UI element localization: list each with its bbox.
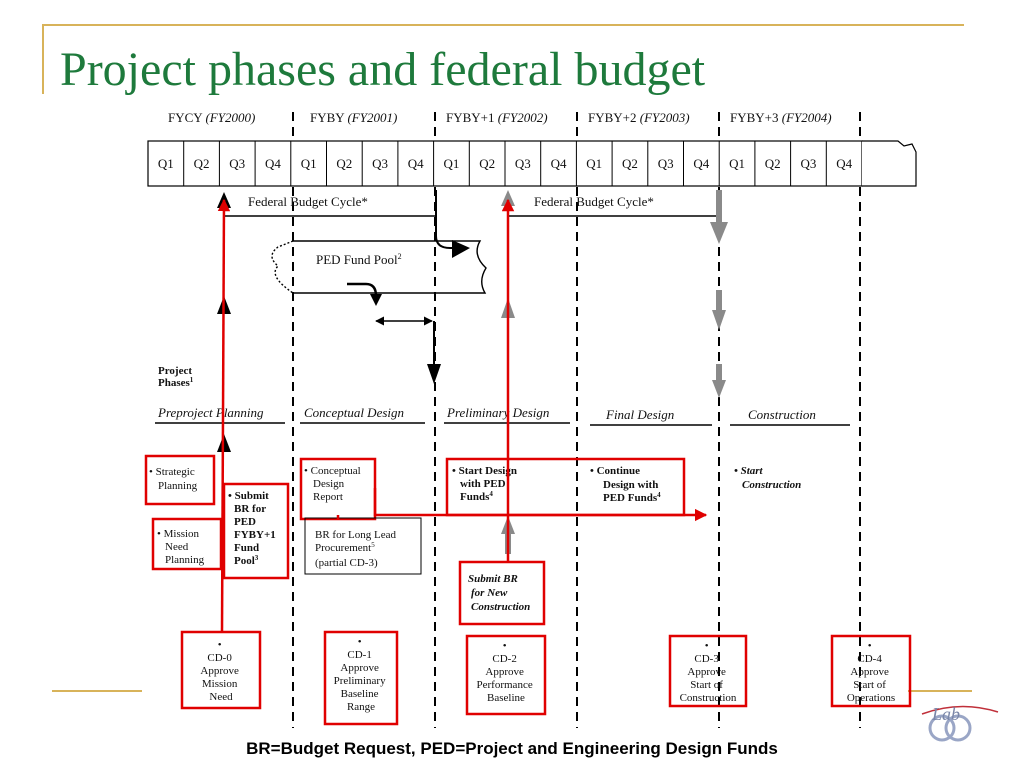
ped-pool-label: PED Fund Pool2 [316,252,402,267]
quarter-row: Q1 Q2 Q3 Q4 Q1 Q2 Q3 Q4 Q1 Q2 Q3 Q4 Q1 Q2 Q3 Q4 Q1 Q2 Q3 Q4 [147,140,917,187]
project-phases-label: Project Phases1 [158,365,195,389]
fy-label: FYBY+2 (FY2003) [588,110,690,125]
federal-budget-cycle-1: Federal Budget Cycle* [217,190,470,258]
strategic-planning-text: • Strategic Planning [149,466,198,492]
fy-label: FYCY (FY2000) [168,110,255,125]
quarter-label: Q4 [693,156,709,171]
lab-logo-icon [921,705,999,742]
mission-need-text: • Mission Need Planning [157,528,205,566]
quarter-label: Q1 [729,156,745,171]
milestone-cd1: • CD-1 Approve Preliminary Baseline Rang… [334,636,389,713]
fy-label: FYBY (FY2001) [310,110,397,125]
quarter-label: Q4 [265,156,281,171]
activity-texts: • Strategic Planning • Mission Need Plan… [149,465,801,613]
submit-br-text: • Submit BR for PED FYBY+1 Fund Pool3 [228,490,278,567]
quarter-label: Q4 [836,156,852,171]
quarter-label: Q1 [444,156,460,171]
milestone-cd3: • CD-3 Approve Start of Construction [680,640,737,704]
phase-label: Preproject Planning [157,405,264,420]
arrow-down-icon [427,364,441,384]
arrow-down-icon [710,222,728,244]
quarter-label: Q3 [372,156,388,171]
arrow-right-icon [452,240,470,258]
quarter-label: Q2 [479,156,495,171]
slide-title: Project phases and federal budget [60,43,706,96]
quarter-label: Q3 [515,156,531,171]
bottom-rule-right [908,690,972,692]
conceptual-report-text: • Conceptual Design Report [304,465,363,503]
budget-cycle-label: Federal Budget Cycle* [534,194,654,209]
footnote-caption: BR=Budget Request, PED=Project and Engin… [246,739,778,758]
long-lead-text: BR for Long Lead Procurement5 (partial C… [315,529,399,569]
torn-edge [862,140,917,187]
quarter-label: Q4 [551,156,567,171]
arrow-down-icon [712,380,726,398]
arrow-down-icon [712,310,726,330]
milestone-texts: • CD-0 Approve Mission Need • CD-1 Appro… [200,636,895,713]
milestone-cd2: • CD-2 Approve Performance Baseline [477,640,536,704]
milestone-cd4: • CD-4 Approve Start of Operations [847,640,895,704]
year-separators [292,112,861,728]
quarter-label: Q2 [622,156,638,171]
budget-cycle-label: Federal Budget Cycle* [248,194,368,209]
milestone-cd0: • CD-0 Approve Mission Need [200,639,241,703]
quarter-label: Q3 [801,156,817,171]
phase-label: Final Design [605,407,674,422]
quarter-label: Q2 [765,156,781,171]
phase-label: Conceptual Design [304,405,404,420]
fy-label: FYBY+3 (FY2004) [730,110,832,125]
quarter-label: Q4 [408,156,424,171]
quarter-label: Q1 [301,156,317,171]
federal-budget-cycle-2: Federal Budget Cycle* [508,194,720,217]
red-annotations [217,198,708,633]
phase-label: Construction [748,407,816,422]
bottom-rule-left [52,690,142,692]
phase-row: Preproject Planning Conceptual Design Pr… [155,405,850,426]
quarter-label: Q2 [194,156,210,171]
quarter-label: Q3 [658,156,674,171]
fy-label: FYBY+1 (FY2002) [446,110,548,125]
submit-new-construction-text: Submit BR for New Construction [468,573,530,613]
ped-fund-pool: PED Fund Pool2 [271,240,487,384]
phase-label: Preliminary Design [446,405,549,420]
top-rule [42,24,964,26]
quarter-label: Q3 [229,156,245,171]
quarter-label: Q1 [158,156,174,171]
logo-text: Lab [932,704,961,724]
milestone-boxes [180,630,912,726]
long-lead-box [304,517,422,575]
quarter-label: Q2 [336,156,352,171]
left-rule [42,24,44,94]
start-design-text: • Start Design with PED Funds4 [452,465,520,503]
arrow-down-icon [370,294,382,306]
fiscal-year-headers: FYCY (FY2000) FYBY (FY2001) FYBY+1 (FY20… [168,110,832,125]
start-construction-text: • Start Construction [734,465,801,491]
continue-design-text: • Continue Design with PED Funds4 [590,465,661,504]
quarter-label: Q1 [586,156,602,171]
